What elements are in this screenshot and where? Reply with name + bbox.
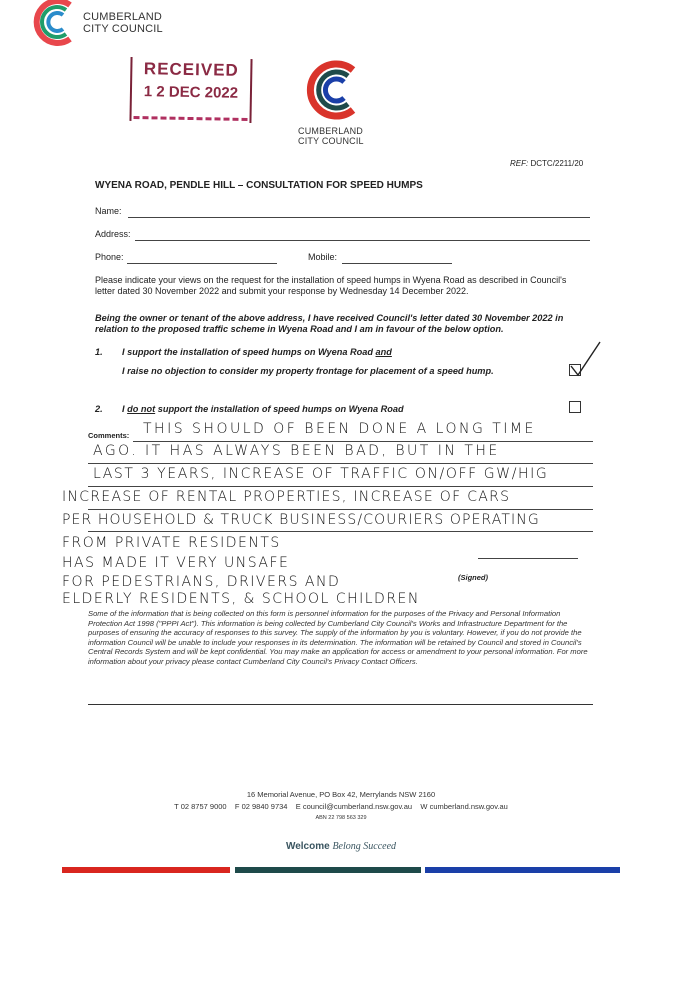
signature-field[interactable] [478,557,578,559]
privacy-notice: Some of the information that is being co… [88,609,588,666]
option-1-line2: I raise no objection to consider my prop… [122,366,494,376]
form-title: WYENA ROAD, PENDLE HILL – CONSULTATION F… [95,180,423,191]
council-logo-icon [33,0,72,46]
footer-contacts: T 02 8757 9000 F 02 9840 9734 E council@… [174,802,508,811]
name-label: Name: [95,206,122,216]
checkmark-icon [570,341,601,377]
comment-line: LAST 3 YEARS, INCREASE OF TRAFFIC ON/OFF… [93,466,549,482]
comment-line: FOR PEDESTRIANS, DRIVERS AND [62,574,341,590]
comment-line: ELDERLY RESIDENTS, & SCHOOL CHILDREN [62,591,420,607]
option-2-number: 2. [95,404,103,414]
phone-label: Phone: [95,252,124,262]
comment-line: FROM PRIVATE RESIDENTS [62,535,281,551]
name-field[interactable] [128,216,590,218]
intro-paragraph: Please indicate your views on the reques… [95,275,567,296]
option-2-text: I do not support the installation of spe… [122,404,404,414]
declaration-paragraph: Being the owner or tenant of the above a… [95,313,564,334]
option-2-checkbox[interactable] [569,401,581,413]
footer-abn: ABN 22 798 563 329 [315,815,367,821]
footer-address: 16 Memorial Avenue, PO Box 42, Merryland… [246,790,436,799]
address-field[interactable] [135,239,590,241]
mobile-field[interactable] [342,262,452,264]
footer-bar-teal [235,867,421,873]
divider [88,704,593,705]
option-1-line1: I support the installation of speed hump… [122,347,392,357]
signed-label: (Signed) [458,573,488,582]
address-label: Address: [95,229,131,239]
comment-line: AGO. IT HAS ALWAYS BEEN BAD, BUT IN THE [93,443,500,459]
option-1-number: 1. [95,347,103,357]
footer-tagline: Welcome Belong Succeed [285,841,397,852]
comment-line: THIS SHOULD OF BEEN DONE A LONG TIME [143,421,536,437]
footer-bar-blue [425,867,620,873]
comment-line: INCREASE OF RENTAL PROPERTIES, INCREASE … [62,489,511,505]
footer-bar-red [62,867,230,873]
center-logo-icon [306,60,356,120]
mobile-label: Mobile: [308,252,338,262]
phone-field[interactable] [127,262,277,264]
received-stamp: RECEIVED 1 2 DEC 2022 [129,56,253,124]
comments-label: Comments: [88,431,130,440]
reference-number: REF: DCTC/2211/20 [510,159,584,168]
comment-line: PER HOUSEHOLD & TRUCK BUSINESS/COURIERS … [62,512,540,528]
comment-line: HAS MADE IT VERY UNSAFE [62,555,290,571]
